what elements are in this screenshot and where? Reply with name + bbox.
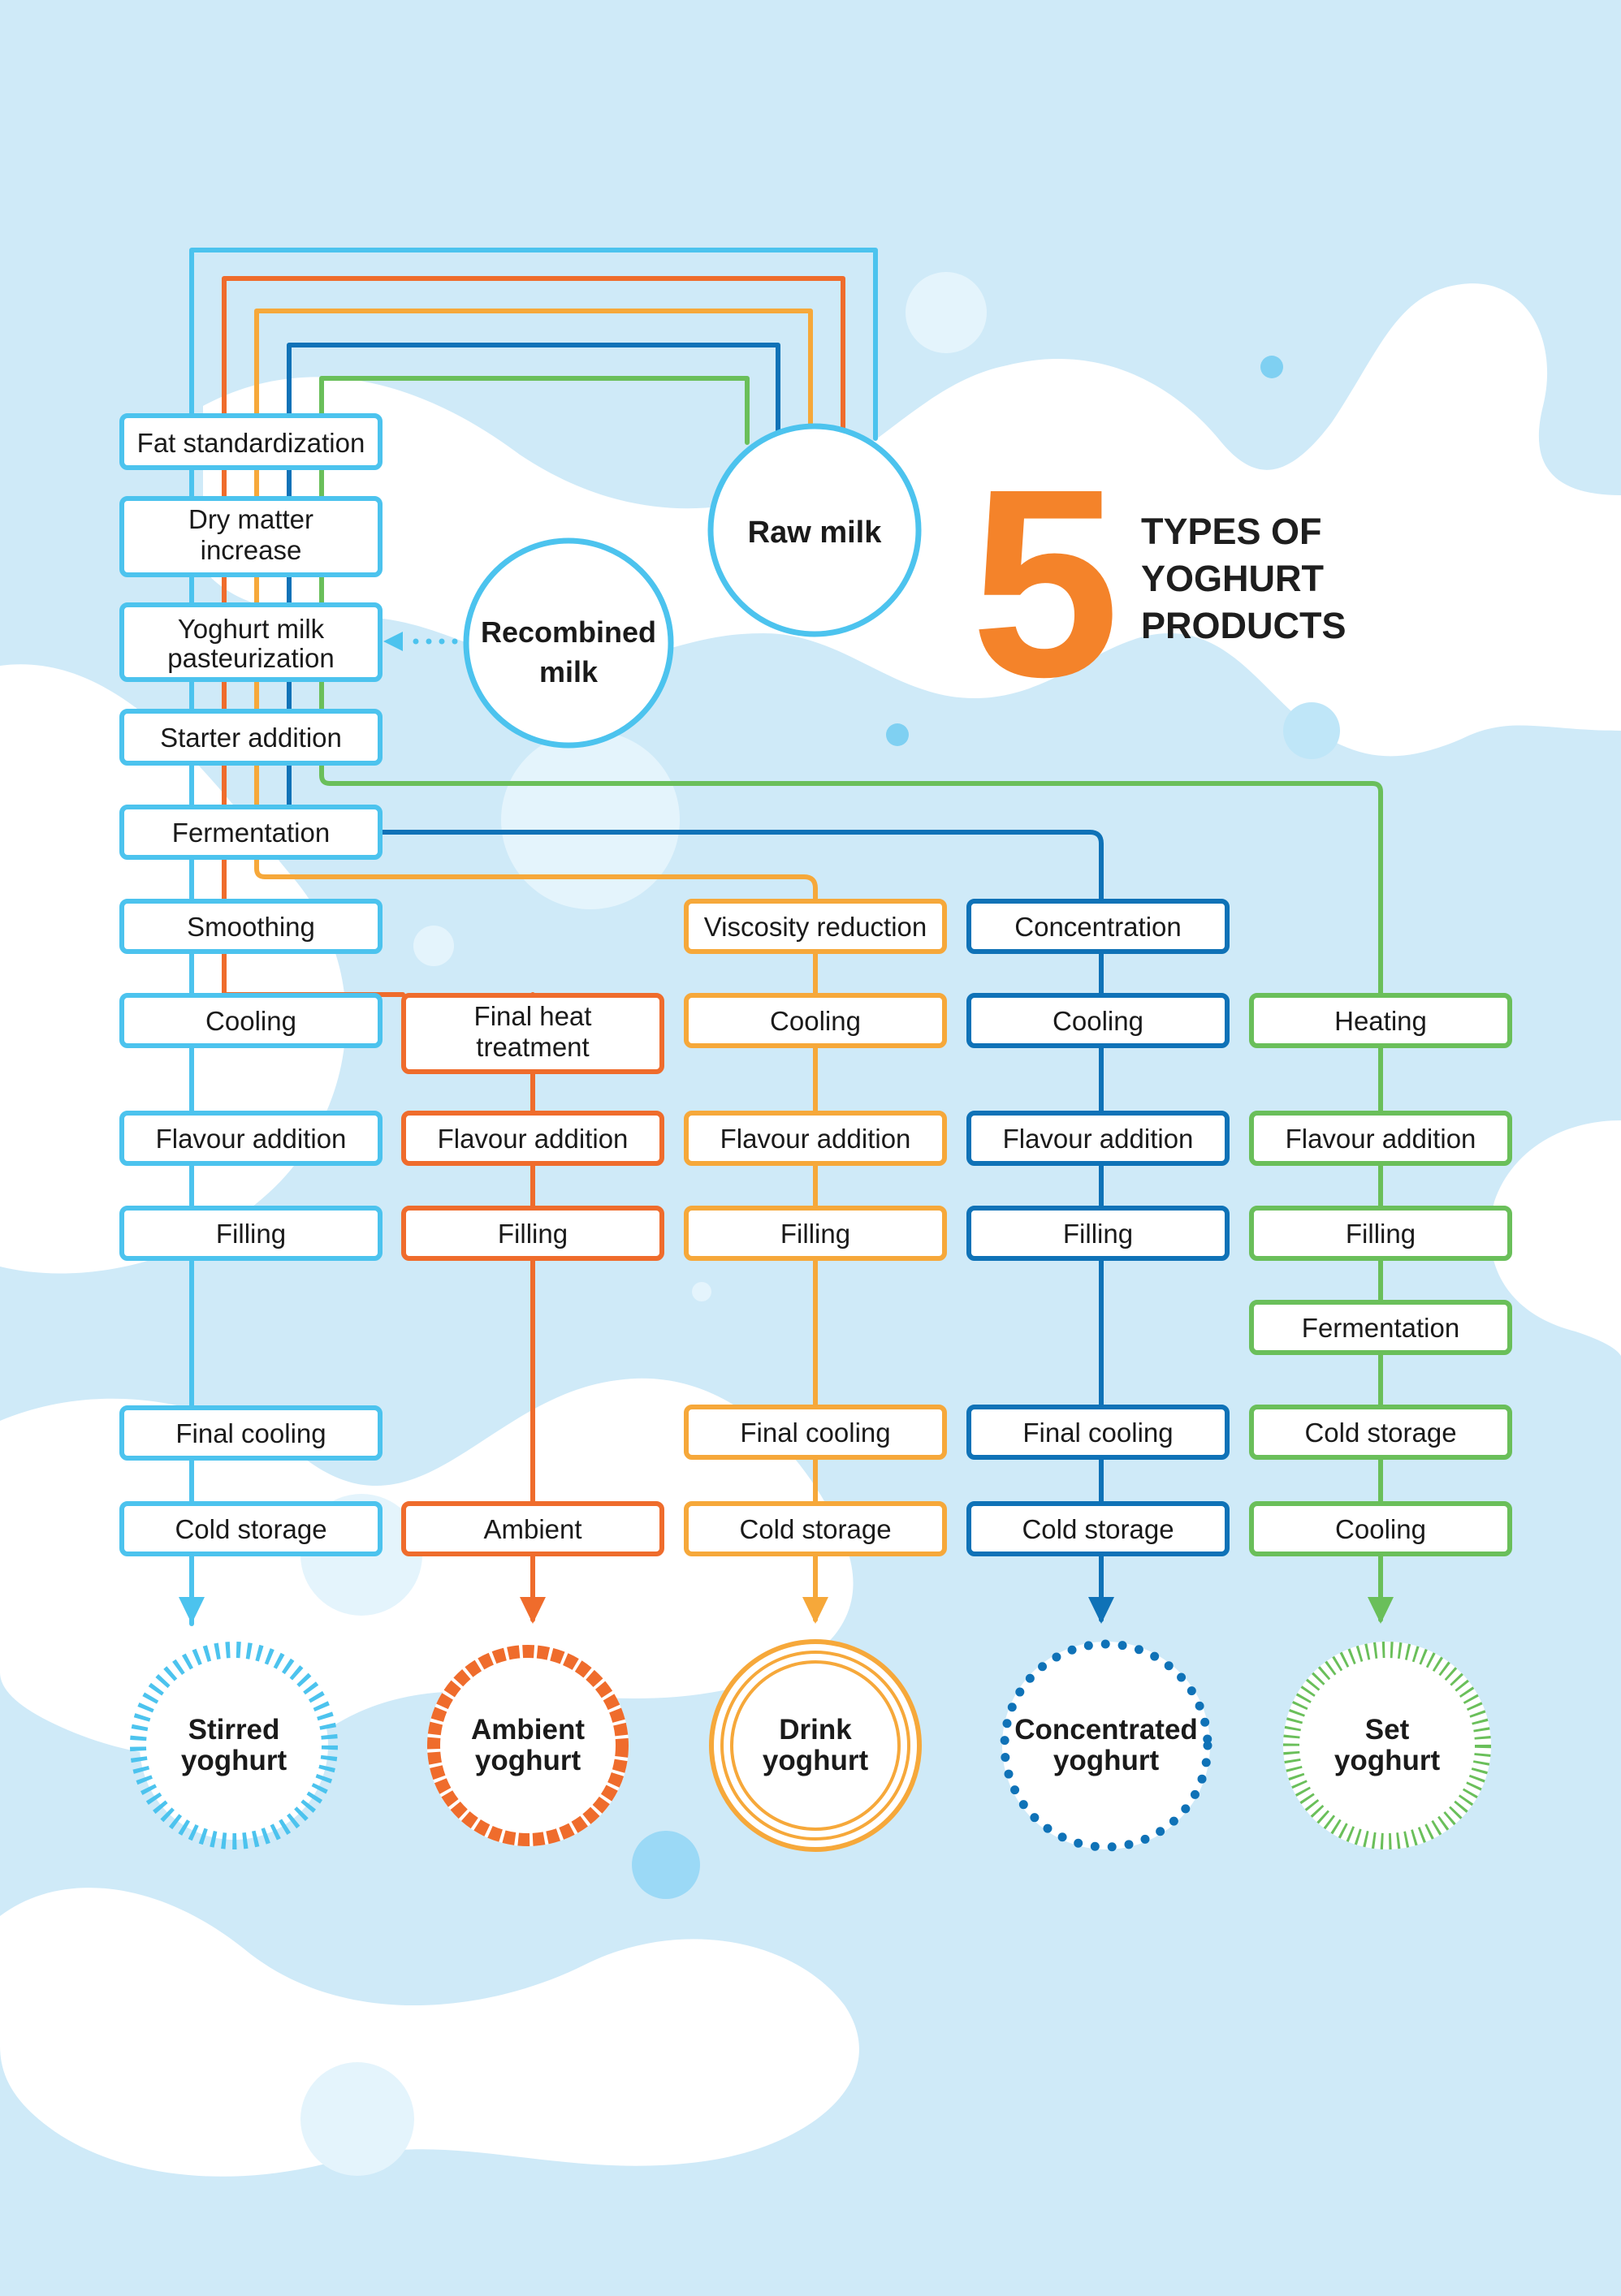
column-ambient: Final heat treatment Flavour addition Fi… — [401, 993, 664, 1846]
concentrated-step-1: Concentration — [1014, 912, 1181, 942]
stirred-step-2: Cooling — [205, 1006, 296, 1036]
arrowheads — [179, 1597, 1394, 1624]
arrow-left-icon — [383, 632, 403, 651]
concentrated-step-6: Cold storage — [1022, 1514, 1174, 1544]
arrow-concentrated-icon — [1088, 1597, 1114, 1624]
stirred-product-line1: Stirred — [188, 1714, 280, 1746]
set-step-4: Fermentation — [1302, 1313, 1459, 1343]
stirred-step-6: Cold storage — [175, 1514, 326, 1544]
step-fermentation: Fermentation — [172, 818, 330, 848]
step-fat-standardization: Fat standardization — [137, 428, 365, 458]
drink-product-line2: yoghurt — [763, 1745, 869, 1776]
raw-milk-node: Raw milk — [707, 423, 922, 637]
step-starter-addition: Starter addition — [160, 723, 342, 753]
drink-step-1: Viscosity reduction — [704, 912, 927, 942]
stirred-step-5: Final cooling — [175, 1418, 326, 1448]
drink-step-6: Cold storage — [739, 1514, 891, 1544]
set-step-1: Heating — [1334, 1006, 1427, 1036]
ambient-step-1-line1: Final heat — [474, 1001, 592, 1031]
raw-milk-label: Raw milk — [748, 516, 883, 550]
top-connectors — [189, 248, 878, 445]
step-pasteurization-line1: Yoghurt milk — [178, 614, 325, 644]
ambient-step-1-line2: treatment — [476, 1032, 589, 1062]
step-pasteurization-line2: pasteurization — [167, 643, 334, 673]
set-step-6: Cooling — [1335, 1514, 1426, 1544]
title-line-1: TYPES OF — [1141, 511, 1322, 552]
stirred-step-1: Smoothing — [187, 912, 315, 942]
drink-step-5: Final cooling — [740, 1418, 890, 1448]
arrow-set-icon — [1368, 1597, 1394, 1624]
drink-step-2: Cooling — [770, 1006, 861, 1036]
concentrated-product-line2: yoghurt — [1053, 1745, 1160, 1776]
title-block: 5 TYPES OF YOGHURT PRODUCTS — [970, 433, 1346, 732]
concentrated-step-3: Flavour addition — [1003, 1124, 1194, 1154]
recombined-label-line1: Recombined — [481, 615, 656, 649]
step-dry-matter-line2: increase — [201, 535, 302, 565]
stirred-step-3: Flavour addition — [156, 1124, 347, 1154]
drink-step-3: Flavour addition — [720, 1124, 911, 1154]
concentrated-step-2: Cooling — [1053, 1006, 1143, 1036]
title-line-2: YOGHURT — [1141, 558, 1324, 599]
recombined-milk-node: Recombined milk — [463, 537, 674, 749]
ambient-product-line2: yoghurt — [475, 1745, 581, 1776]
common-steps: Fat standardization Dry matter increase … — [119, 413, 383, 860]
column-stirred: Smoothing Cooling Flavour addition Filli… — [119, 899, 383, 1849]
recombined-arrow — [383, 632, 458, 651]
concentrated-step-4: Filling — [1063, 1219, 1133, 1249]
step-dry-matter-line1: Dry matter — [188, 504, 313, 534]
recombined-label-line2: milk — [539, 655, 599, 688]
ambient-step-2: Flavour addition — [438, 1124, 629, 1154]
set-step-3: Filling — [1346, 1219, 1416, 1249]
concentrated-product-line1: Concentrated — [1014, 1714, 1198, 1746]
column-set: Heating Flavour addition Filling Ferment… — [1249, 993, 1512, 1849]
column-concentrated: Concentration Cooling Flavour addition F… — [966, 899, 1230, 1852]
column-drink: Viscosity reduction Cooling Flavour addi… — [684, 899, 947, 1852]
set-step-5: Cold storage — [1304, 1418, 1456, 1448]
drink-step-4: Filling — [780, 1219, 850, 1249]
arrow-stirred-icon — [179, 1597, 205, 1624]
ambient-product-line1: Ambient — [471, 1714, 585, 1746]
set-step-2: Flavour addition — [1286, 1124, 1476, 1154]
title-number: 5 — [970, 433, 1120, 732]
stirred-step-4: Filling — [216, 1219, 286, 1249]
ambient-step-3: Filling — [498, 1219, 568, 1249]
drink-product-line1: Drink — [779, 1714, 852, 1746]
concentrated-step-5: Final cooling — [1022, 1418, 1173, 1448]
title-line-3: PRODUCTS — [1141, 605, 1347, 646]
ambient-step-4: Ambient — [483, 1514, 581, 1544]
stirred-product-line2: yoghurt — [181, 1745, 287, 1776]
set-product-line2: yoghurt — [1334, 1745, 1441, 1776]
arrow-drink-icon — [802, 1597, 828, 1624]
set-product-line1: Set — [1365, 1714, 1410, 1746]
arrow-ambient-icon — [520, 1597, 546, 1624]
